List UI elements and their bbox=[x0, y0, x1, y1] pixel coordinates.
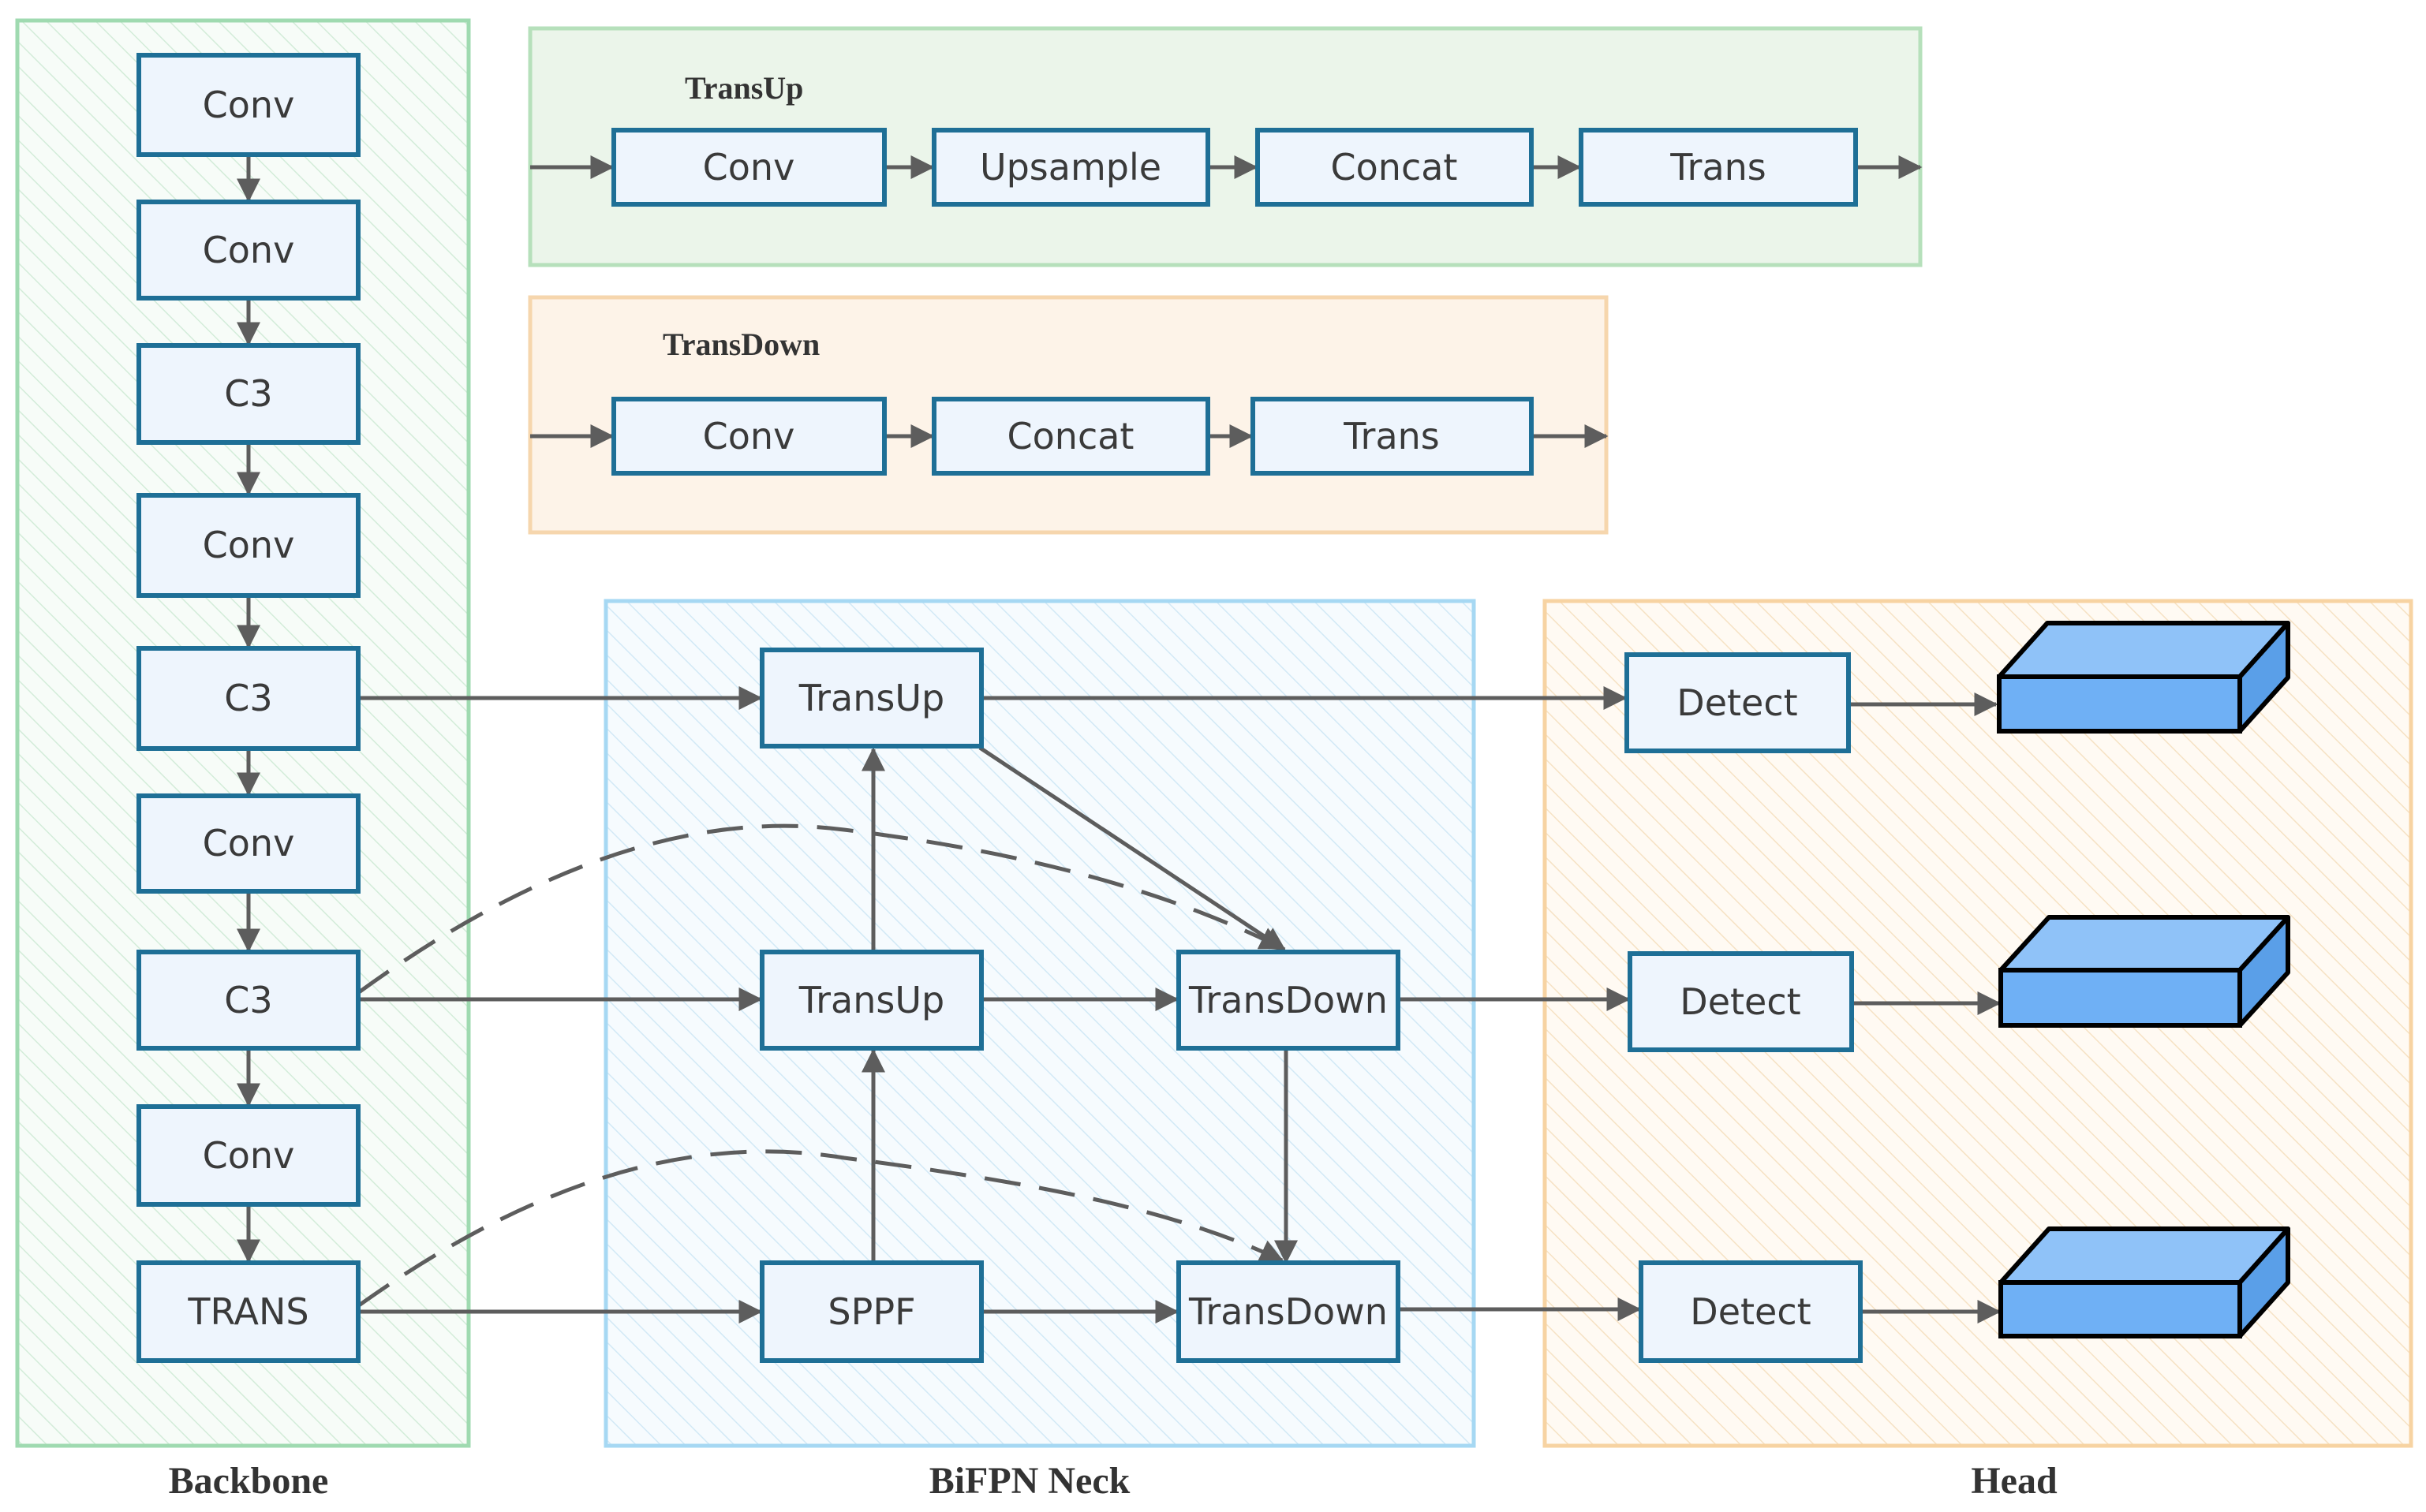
backbone-layer-7: C3 bbox=[136, 950, 361, 1051]
transdown-step-trans: Trans bbox=[1250, 397, 1534, 476]
transdown-step-trans-label: Trans bbox=[1343, 415, 1440, 457]
backbone-layer-8-label: Conv bbox=[203, 1134, 295, 1177]
neck-node-top-transup-label: TransUp bbox=[798, 677, 944, 719]
transdown-inset: TransDown Conv Concat Trans bbox=[528, 295, 1609, 535]
neck-node-mid-transup: TransUp bbox=[760, 950, 984, 1051]
output-block-2 bbox=[1998, 915, 2290, 1028]
head-detect-3: Detect bbox=[1639, 1260, 1863, 1363]
neck-label: BiFPN Neck bbox=[929, 1460, 1131, 1502]
transdown-step-conv-label: Conv bbox=[703, 415, 795, 457]
backbone-layer-4: Conv bbox=[136, 493, 361, 598]
backbone-layer-6: Conv bbox=[136, 793, 361, 894]
transup-step-concat-label: Concat bbox=[1331, 146, 1458, 189]
transup-step-concat: Concat bbox=[1255, 128, 1534, 207]
head-detect-1-label: Detect bbox=[1677, 681, 1797, 724]
head-detect-2-label: Detect bbox=[1680, 980, 1800, 1023]
transdown-inset-title: TransDown bbox=[663, 327, 820, 362]
neck-node-bottom-transdown-label: TransDown bbox=[1188, 1290, 1388, 1333]
transdown-step-conv: Conv bbox=[611, 397, 887, 476]
transup-step-conv-label: Conv bbox=[703, 146, 795, 189]
output-block-3 bbox=[1998, 1226, 2290, 1338]
backbone-layer-1-label: Conv bbox=[203, 84, 295, 126]
head-detect-2: Detect bbox=[1628, 951, 1854, 1052]
transup-step-conv: Conv bbox=[611, 128, 887, 207]
head-label: Head bbox=[1971, 1460, 2058, 1502]
transdown-step-concat-label: Concat bbox=[1007, 415, 1135, 457]
neck-node-sppf-label: SPPF bbox=[828, 1290, 915, 1333]
transup-inset: TransUp Conv Upsample Concat Trans bbox=[528, 26, 1923, 267]
backbone-layer-5-label: C3 bbox=[224, 677, 272, 719]
transup-step-trans: Trans bbox=[1579, 128, 1858, 207]
transup-step-upsample: Upsample bbox=[932, 128, 1210, 207]
neck-node-sppf: SPPF bbox=[760, 1260, 984, 1363]
head-detect-1: Detect bbox=[1624, 652, 1851, 753]
transup-step-upsample-label: Upsample bbox=[980, 146, 1161, 189]
transup-inset-title: TransUp bbox=[685, 70, 803, 106]
backbone-layer-4-label: Conv bbox=[203, 524, 295, 566]
backbone-layer-9-label: TRANS bbox=[187, 1290, 308, 1333]
backbone-layer-5: C3 bbox=[136, 646, 361, 751]
backbone-label: Backbone bbox=[169, 1460, 329, 1502]
backbone-layer-3: C3 bbox=[136, 343, 361, 445]
neck-node-mid-transup-label: TransUp bbox=[798, 979, 944, 1021]
neck-node-bottom-transdown: TransDown bbox=[1176, 1260, 1400, 1363]
backbone-layer-7-label: C3 bbox=[224, 979, 272, 1021]
neck-node-mid-transdown-label: TransDown bbox=[1188, 979, 1388, 1021]
backbone-layer-3-label: C3 bbox=[224, 372, 272, 415]
backbone-layer-9: TRANS bbox=[136, 1260, 361, 1363]
output-block-1 bbox=[1997, 621, 2290, 734]
head-detect-3-label: Detect bbox=[1690, 1290, 1811, 1333]
backbone-layer-2: Conv bbox=[136, 200, 361, 301]
backbone-layer-1: Conv bbox=[136, 53, 361, 157]
backbone-layer-8: Conv bbox=[136, 1104, 361, 1207]
neck-node-mid-transdown: TransDown bbox=[1176, 950, 1400, 1051]
transdown-step-concat: Concat bbox=[932, 397, 1210, 476]
neck-connections bbox=[357, 686, 2002, 1323]
neck-node-top-transup: TransUp bbox=[760, 648, 984, 749]
backbone-layer-2-label: Conv bbox=[203, 229, 295, 271]
backbone-layer-6-label: Conv bbox=[203, 822, 295, 864]
transup-step-trans-label: Trans bbox=[1669, 146, 1766, 189]
